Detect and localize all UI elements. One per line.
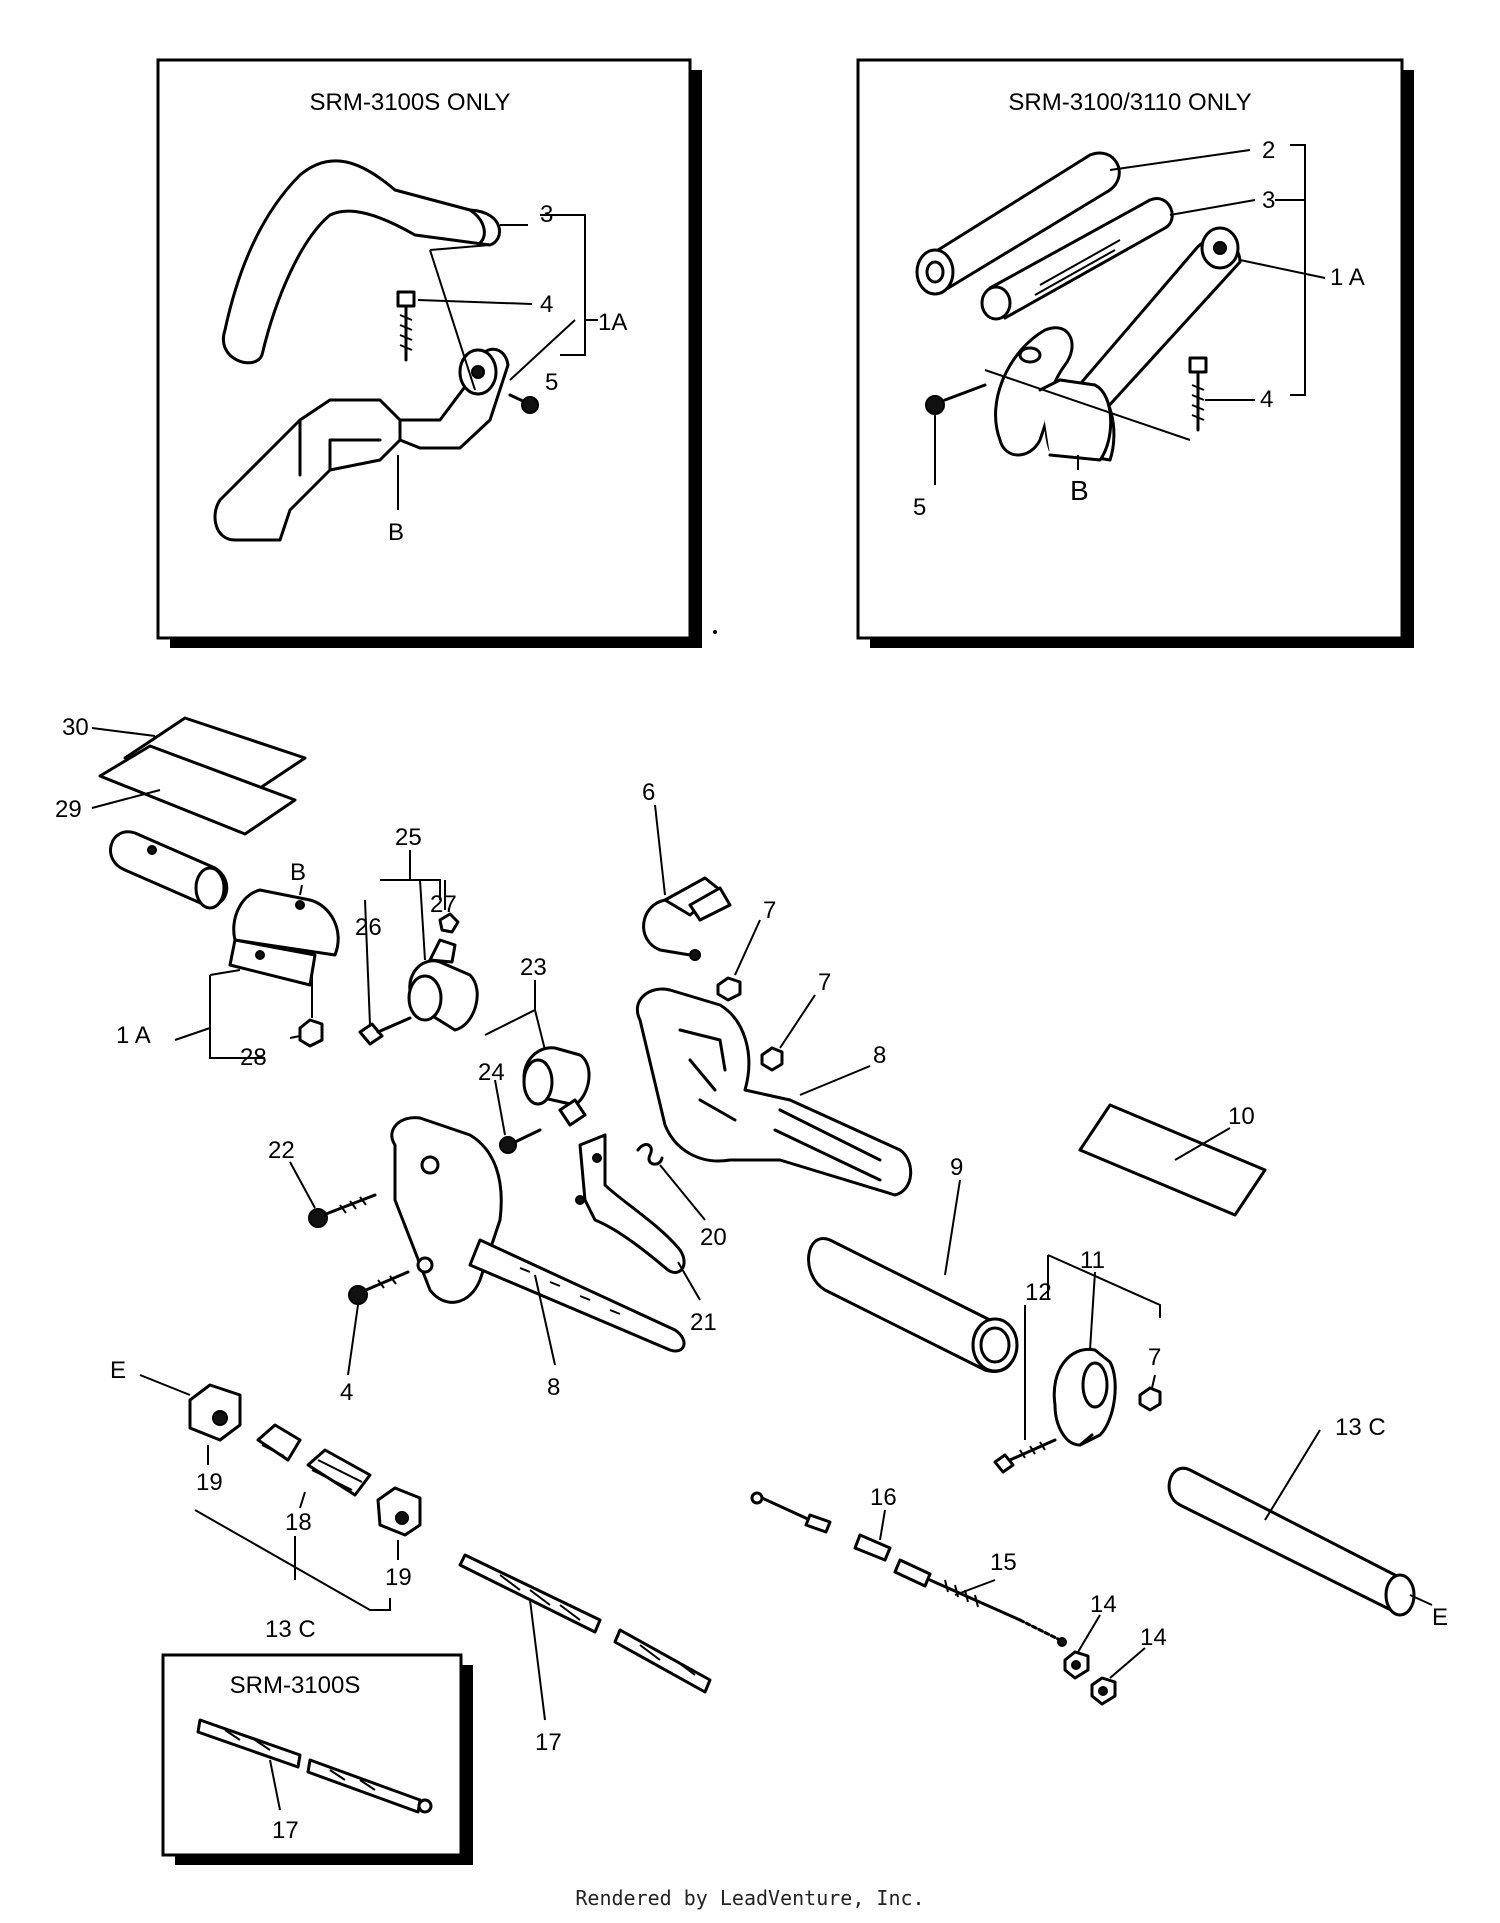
callout-e: E (1432, 1604, 1448, 1631)
callout-22: 22 (268, 1137, 295, 1164)
clamp-11 (1052, 1347, 1117, 1447)
callout-7: 7 (818, 969, 831, 996)
callout-b: B (290, 859, 306, 886)
bolt-4 (396, 290, 416, 362)
callout-e: E (110, 1357, 126, 1384)
clamp-23 (522, 1046, 591, 1127)
screw-5 (925, 383, 987, 415)
main-exploded-view: 30 29 B 1 A 28 (55, 714, 1448, 1756)
callout-1a: 1 A (116, 1022, 151, 1049)
clamp-block-b (228, 888, 340, 987)
callout-13c: 13 C (265, 1616, 316, 1643)
screw-4 (348, 1270, 410, 1305)
callout-20: 20 (700, 1224, 727, 1251)
callout-30: 30 (62, 714, 89, 741)
callout-18: 18 (285, 1509, 312, 1536)
callout-19: 19 (196, 1469, 223, 1496)
callout-11: 11 (1080, 1247, 1105, 1274)
bolt-26 (358, 1016, 412, 1046)
housing-half-upper (635, 987, 913, 1197)
decal-29 (98, 744, 297, 836)
inset-srm-3100-3110-only: SRM-3100/3110 ONLY (856, 58, 1414, 648)
inset-title: SRM-3100S (230, 1672, 361, 1699)
nut-14-right (1090, 1676, 1117, 1706)
callout-23: 23 (520, 954, 547, 981)
nut-14-left (1063, 1650, 1090, 1680)
nut-28 (298, 1018, 324, 1048)
screw-5 (508, 393, 539, 414)
callout-9: 9 (950, 1154, 963, 1181)
callout-1a: 1A (598, 309, 627, 336)
callout-7: 7 (1148, 1344, 1161, 1371)
bushing-19-left (188, 1383, 242, 1442)
handle-tube-piece (109, 830, 229, 910)
inset-title: SRM-3100S ONLY (310, 89, 511, 116)
callout-3: 3 (1262, 187, 1275, 214)
callout-14: 14 (1090, 1591, 1117, 1618)
front-handle-grip (221, 159, 501, 365)
cable-assembly (750, 1491, 1067, 1647)
clamp-25 (407, 938, 479, 1032)
callout-3: 3 (540, 201, 553, 228)
grip-9 (807, 1237, 1019, 1373)
callout-21: 21 (690, 1309, 717, 1336)
nut-27 (438, 912, 460, 934)
decal-10 (1078, 1103, 1267, 1217)
spring-20 (636, 1143, 664, 1166)
grip-2 (915, 151, 1121, 296)
drive-shaft-17-alt (196, 1718, 433, 1814)
callout-14: 14 (1140, 1624, 1167, 1651)
nut-7-lower (1138, 1386, 1162, 1412)
callout-2: 2 (1262, 137, 1275, 164)
shaft-tube-13c (1167, 1466, 1416, 1617)
nut-7-upper (716, 976, 742, 1002)
callout-8: 8 (873, 1042, 886, 1069)
callout-24: 24 (478, 1059, 505, 1086)
callout-12: 12 (1025, 1279, 1052, 1306)
callout-b: B (388, 519, 404, 546)
bushing-19-right (376, 1486, 422, 1537)
callout-6: 6 (642, 779, 655, 806)
bolt-4 (1188, 356, 1208, 432)
inset-srm-3100s-only: SRM-3100S ONLY 3 (156, 58, 702, 648)
screw-24 (499, 1128, 542, 1154)
callout-16: 16 (870, 1484, 897, 1511)
switch-6 (642, 876, 732, 961)
callout-7: 7 (763, 897, 776, 924)
grip-3 (980, 197, 1174, 321)
inset-title: SRM-3100/3110 ONLY (1008, 89, 1251, 116)
callout-4: 4 (1260, 386, 1273, 413)
callout-26: 26 (355, 914, 382, 941)
callout-10: 10 (1228, 1103, 1255, 1130)
liner-18 (256, 1423, 372, 1497)
housing-half-lower (390, 1116, 686, 1353)
trigger-21 (575, 1133, 686, 1274)
callout-b: B (1070, 475, 1089, 506)
parts-diagram: SRM-3100S ONLY 3 (55, 58, 1448, 1865)
callout-4: 4 (340, 1379, 353, 1406)
callout-1a: 1 A (1330, 264, 1365, 291)
screw-22 (308, 1193, 377, 1228)
callout-17: 17 (535, 1729, 562, 1756)
handle-1a (1073, 226, 1242, 412)
bracket-b (994, 326, 1116, 462)
callout-17: 17 (272, 1817, 299, 1844)
callout-4: 4 (540, 291, 553, 318)
bolt-12 (993, 1438, 1057, 1474)
callout-19: 19 (385, 1564, 412, 1591)
callout-28: 28 (240, 1044, 267, 1071)
callout-27: 27 (430, 891, 457, 918)
callout-5: 5 (913, 494, 926, 521)
callout-29: 29 (55, 796, 82, 823)
callout-5: 5 (545, 369, 558, 396)
handle-bracket (213, 347, 510, 542)
inset-srm-3100s: SRM-3100S 17 (161, 1653, 473, 1865)
callout-15: 15 (990, 1549, 1017, 1576)
callout-25: 25 (395, 824, 422, 851)
drive-shaft-17 (458, 1553, 712, 1694)
footer-credit: Rendered by LeadVenture, Inc. (575, 1886, 925, 1910)
callout-8: 8 (547, 1374, 560, 1401)
callout-13c: 13 C (1335, 1414, 1386, 1441)
nut-7-middle (760, 1046, 784, 1072)
